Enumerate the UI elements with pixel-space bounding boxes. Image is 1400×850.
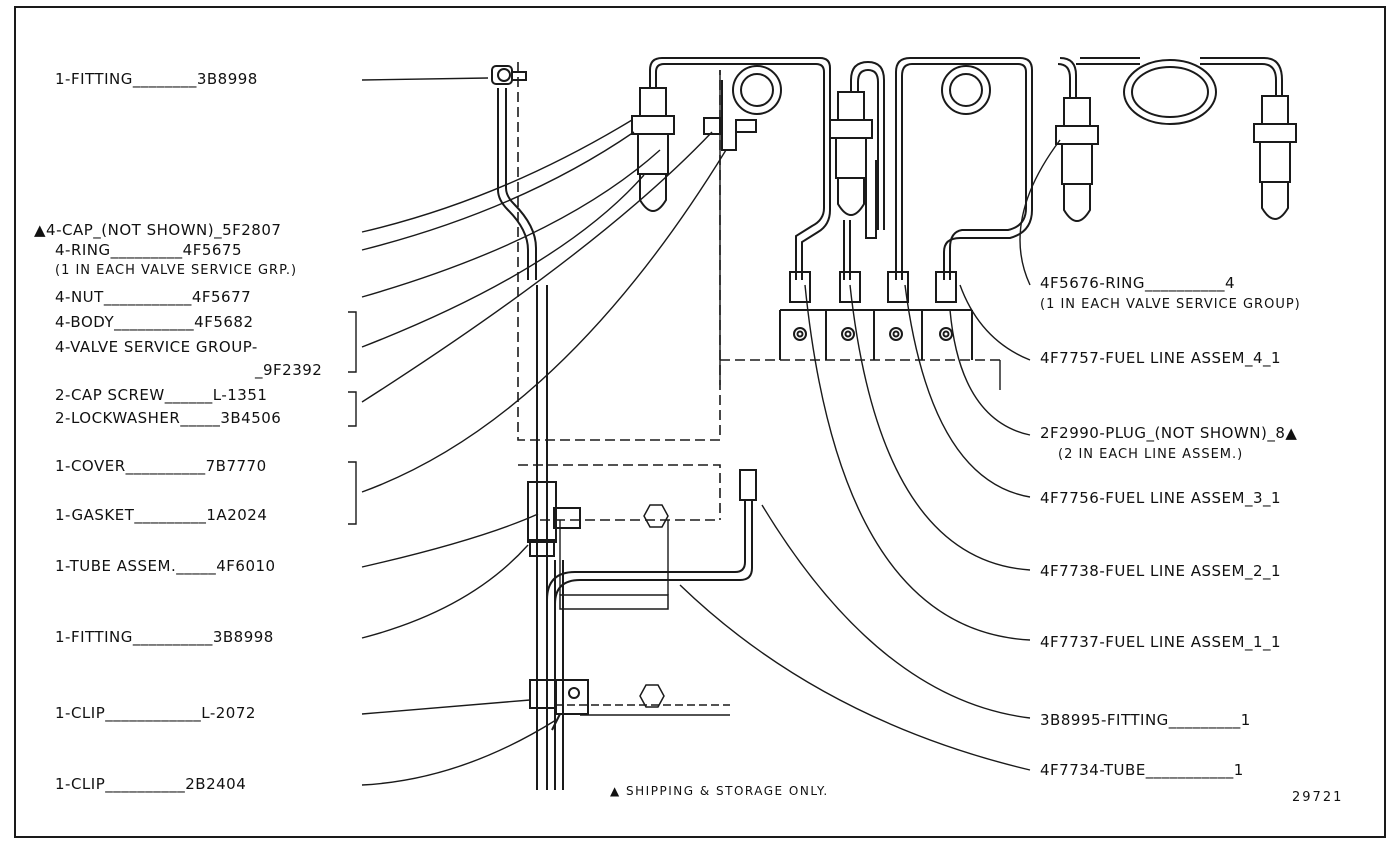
valve-4	[1253, 95, 1297, 220]
left-tube	[497, 88, 564, 790]
label-ring-right-note: (1 IN EACH VALVE SERVICE GROUP)	[1040, 297, 1301, 312]
label-cover: 1-COVER__________7B7770	[55, 457, 267, 475]
label-cap: ▲4-CAP_(NOT SHOWN)_5F2807	[34, 221, 282, 239]
housing-outline	[517, 62, 1000, 521]
clip-assembly	[529, 679, 589, 731]
label-gasket: 1-GASKET_________1A2024	[55, 506, 268, 524]
lower-tube	[546, 469, 757, 605]
label-plug-note: (2 IN EACH LINE ASSEM.)	[1058, 447, 1244, 462]
drawing-frame	[14, 6, 1386, 838]
label-fuel-line-2: 4F7738-FUEL LINE ASSEM_2_1	[1040, 562, 1282, 580]
pump-blocks	[779, 271, 973, 360]
bracket	[703, 80, 757, 151]
label-fitting-mid: 1-FITTING__________3B8998	[55, 628, 274, 646]
figure-number: 29721	[1292, 790, 1344, 805]
label-nut: 4-NUT___________4F5677	[55, 288, 252, 306]
label-ring-note: (1 IN EACH VALVE SERVICE GRP.)	[55, 263, 298, 278]
valve-1	[631, 87, 675, 212]
valve-3	[1055, 97, 1099, 222]
label-fitting-top: 1-FITTING________3B8998	[55, 70, 258, 88]
leader-lines-left	[361, 77, 727, 786]
label-tube-right: 4F7734-TUBE___________1	[1040, 761, 1244, 779]
label-fitting-right: 3B8995-FITTING_________1	[1040, 711, 1251, 729]
label-clip-2: 1-CLIP__________2B2404	[55, 775, 247, 793]
leader-lines-right	[679, 139, 1061, 771]
label-braces	[348, 311, 357, 525]
label-valve-service-group: 4-VALVE SERVICE GROUP-	[55, 338, 258, 356]
label-ring-right: 4F5676-RING__________4	[1040, 274, 1235, 292]
label-valve-service-group-number: _9F2392	[255, 361, 323, 379]
label-cap-screw: 2-CAP SCREW______L-1351	[55, 386, 268, 404]
label-fuel-line-4: 4F7757-FUEL LINE ASSEM_4_1	[1040, 349, 1282, 367]
shipping-note: ▲ SHIPPING & STORAGE ONLY.	[610, 784, 829, 798]
label-body: 4-BODY__________4F5682	[55, 313, 254, 331]
label-clip-1: 1-CLIP____________L-2072	[55, 704, 256, 722]
label-fuel-line-3: 4F7756-FUEL LINE ASSEM_3_1	[1040, 489, 1282, 507]
top-fitting	[491, 65, 527, 85]
label-tube-assem: 1-TUBE ASSEM._____4F6010	[55, 557, 276, 575]
label-lockwasher: 2-LOCKWASHER_____3B4506	[55, 409, 282, 427]
tee-fitting	[527, 481, 581, 557]
label-fuel-line-1: 4F7737-FUEL LINE ASSEM_1_1	[1040, 633, 1282, 651]
label-ring: 4-RING_________4F5675	[55, 241, 242, 259]
fuel-lines	[649, 57, 1283, 280]
label-plug: 2F2990-PLUG_(NOT SHOWN)_8▲	[1040, 424, 1298, 442]
